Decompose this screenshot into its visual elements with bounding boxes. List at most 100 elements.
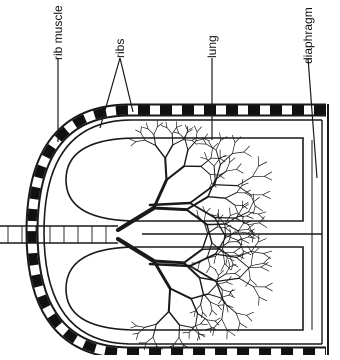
bronchus-branch: [154, 135, 156, 146]
bronchus-branch: [226, 258, 227, 265]
bronchial-tree-upper: [118, 121, 272, 273]
bronchus-branch: [226, 274, 235, 275]
bronchus-branch: [230, 213, 237, 216]
bronchus-branch: [216, 140, 221, 150]
bronchus-branch: [237, 164, 242, 170]
bronchus-branch: [167, 166, 185, 180]
bronchus-branch: [188, 141, 196, 150]
bronchus-branch: [244, 152, 252, 157]
bronchus-branch: [259, 212, 266, 214]
bronchus-branch: [219, 215, 223, 219]
bronchus-branch: [165, 158, 166, 180]
bronchus-branch: [185, 139, 188, 150]
bronchus-branch: [242, 183, 248, 186]
bronchus-branch: [235, 205, 238, 213]
bronchus-branch: [154, 208, 187, 210]
bronchus-branch: [253, 197, 259, 202]
bronchus-branch: [197, 127, 201, 132]
bronchus-branch: [259, 297, 260, 305]
bronchus-branch: [207, 266, 210, 273]
bronchus-branch: [143, 127, 148, 129]
bronchus-branch: [201, 324, 208, 325]
bronchus-branch: [224, 303, 236, 313]
bronchus-branch: [232, 135, 235, 142]
bronchus-branch: [146, 123, 148, 129]
bronchus-branch: [264, 176, 272, 180]
bronchus-branch: [118, 239, 154, 261]
bronchus-branch: [217, 227, 225, 228]
bronchus-branch: [154, 127, 158, 135]
bronchus-branch: [225, 228, 230, 232]
bronchus-branch: [156, 145, 166, 158]
bronchus-branch: [177, 125, 182, 127]
bronchus-branch: [207, 159, 214, 166]
bronchus-branch: [207, 320, 211, 327]
rib-muscle-label: rib muscle: [51, 5, 65, 60]
bronchus-branch: [161, 126, 167, 128]
bronchus-branch: [232, 264, 233, 270]
bronchus-branch: [210, 174, 212, 183]
bronchus-branch: [201, 318, 206, 324]
bronchus-branch: [236, 313, 247, 315]
bronchus-branch: [131, 326, 137, 328]
bronchus-branch: [183, 345, 184, 351]
bronchus-branch: [264, 257, 271, 263]
bronchus-branch: [184, 150, 188, 166]
bronchus-branch: [130, 139, 136, 141]
bronchus-branch: [259, 162, 267, 166]
bronchus-branch: [232, 143, 235, 154]
bronchus-branch: [255, 206, 263, 211]
bronchus-branch: [141, 126, 142, 132]
bronchus-branch: [248, 223, 259, 225]
bronchus-branch: [222, 290, 230, 292]
bronchus-branch: [226, 282, 232, 284]
bronchus-branch: [236, 251, 251, 257]
bronchus-branch: [227, 330, 235, 335]
bronchus-branch: [265, 283, 272, 287]
bronchus-branch: [196, 132, 197, 141]
bronchus-branch: [250, 279, 256, 285]
bronchus-branch: [146, 337, 153, 343]
bronchus-branch: [198, 263, 200, 271]
bronchus-branch: [208, 294, 220, 298]
bronchus-branch: [254, 287, 260, 297]
bronchus-branch: [230, 158, 235, 163]
bronchus-branch: [247, 315, 252, 321]
bronchus-branch: [229, 290, 233, 296]
bronchus-branch: [236, 313, 240, 323]
bronchus-branch: [201, 305, 203, 313]
lung-label: lung: [205, 35, 219, 58]
bronchus-branch: [244, 146, 250, 152]
bronchus-branch: [179, 325, 180, 337]
bronchus-branch: [247, 312, 254, 315]
bronchus-branch: [190, 311, 195, 313]
bronchus-branch: [213, 328, 214, 336]
bronchus-branch: [145, 324, 157, 327]
bronchus-branch: [194, 126, 197, 132]
ribs-label: ribs: [113, 39, 127, 58]
bronchus-branch: [210, 302, 218, 305]
bronchus-branch: [225, 198, 235, 205]
bronchus-branch: [217, 282, 226, 284]
bronchus-branch: [261, 267, 269, 271]
bronchus-branch: [188, 128, 194, 131]
bronchus-branch: [169, 312, 180, 326]
bronchus-branch: [258, 157, 259, 167]
bronchus-branch: [252, 166, 258, 177]
bronchus-branch: [190, 266, 216, 282]
bronchus-branch: [141, 133, 145, 141]
bronchus-branch: [226, 267, 230, 274]
bronchus-branch: [237, 169, 244, 173]
thoracic-wall: [32, 110, 326, 353]
bronchus-branch: [220, 154, 232, 165]
bronchus-branch: [249, 202, 254, 212]
bronchus-branch: [154, 261, 184, 263]
bronchus-branch: [211, 148, 213, 158]
bronchus-branch: [243, 216, 244, 223]
bronchus-branch: [169, 289, 170, 312]
bronchus-branch: [214, 256, 216, 263]
bronchus-branch: [215, 318, 220, 321]
bronchus-branch: [223, 252, 225, 263]
bronchus-branch: [236, 257, 248, 267]
